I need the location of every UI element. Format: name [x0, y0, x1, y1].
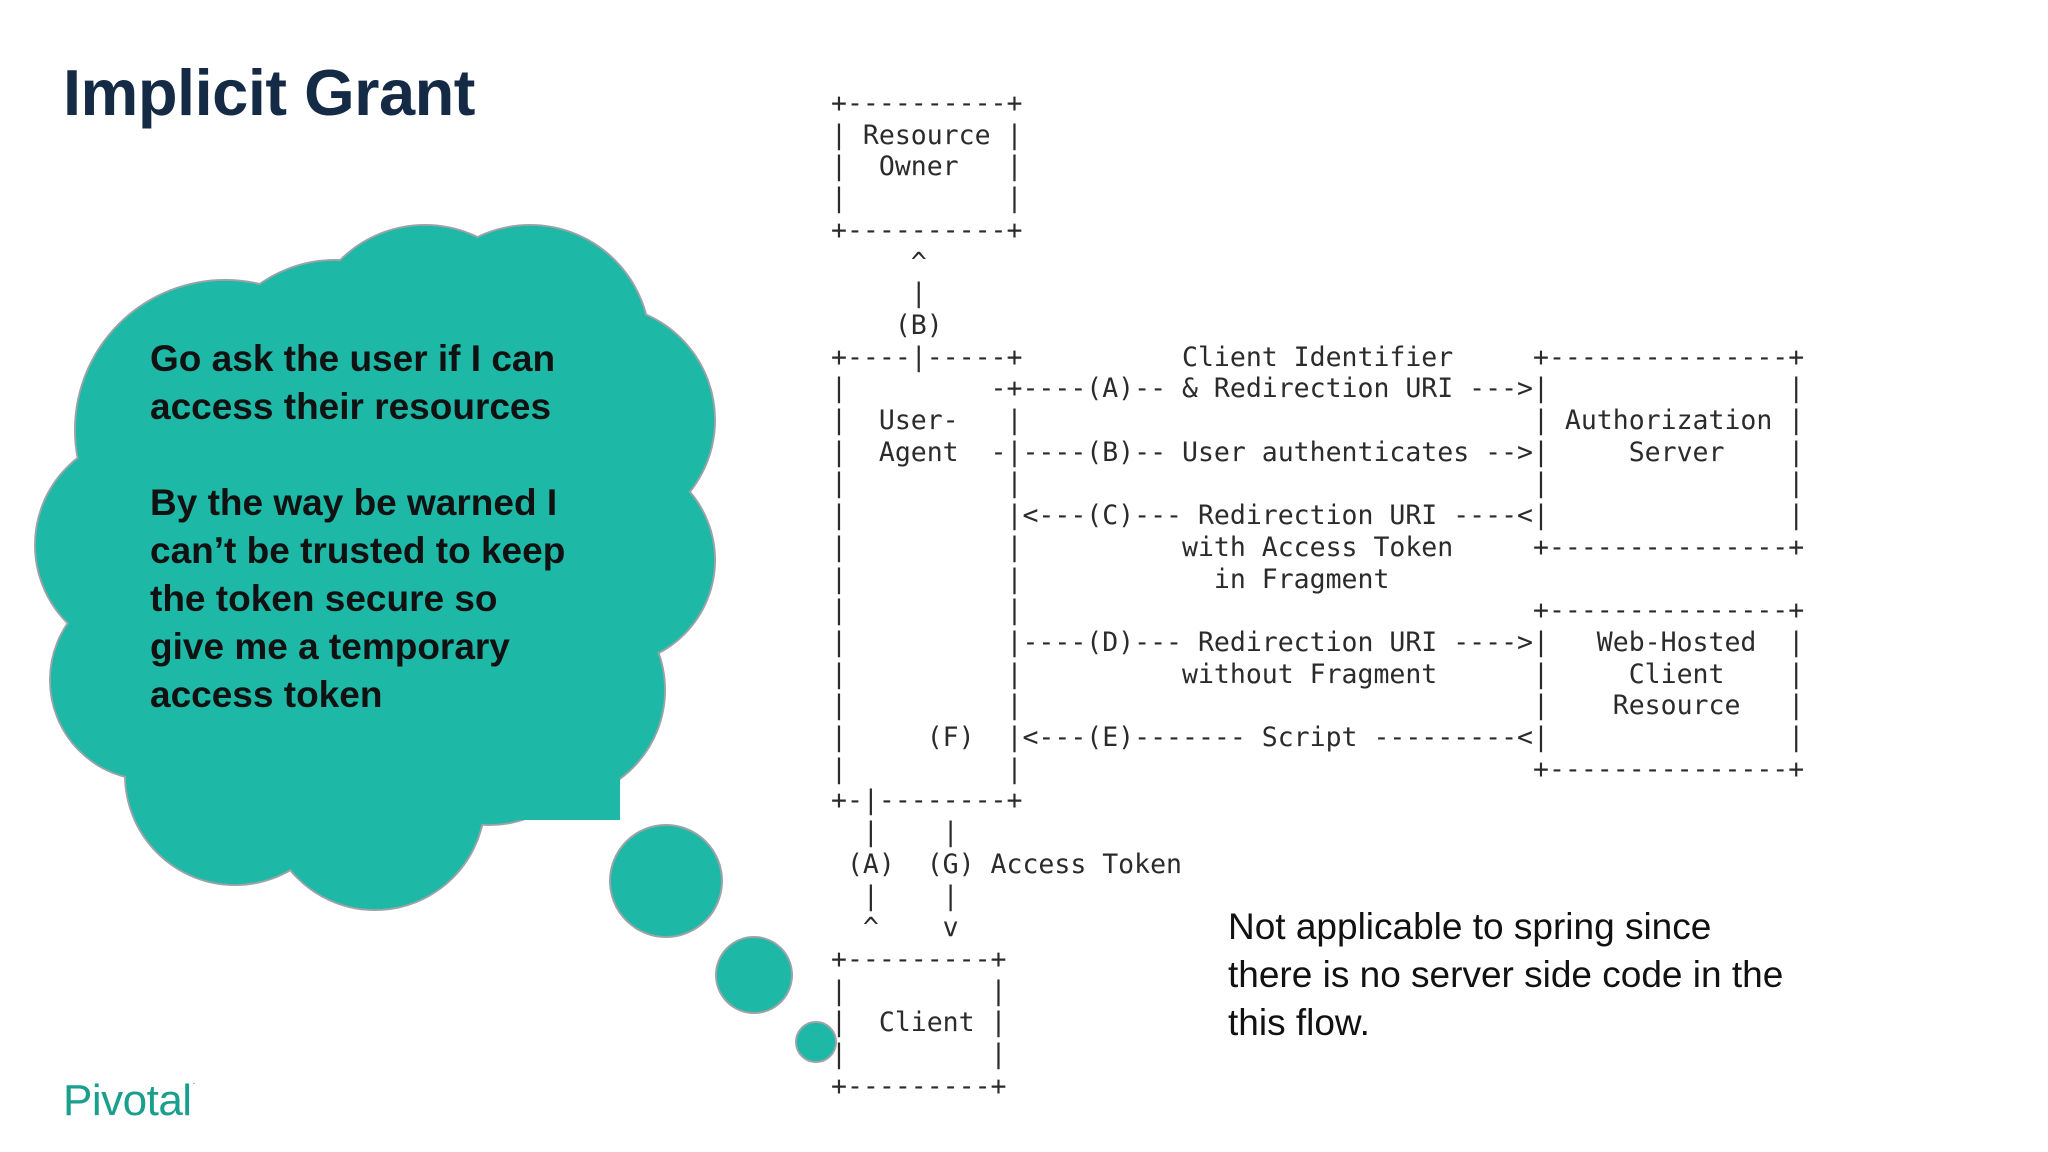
slide-title: Implicit Grant: [63, 56, 475, 129]
note-text: Not applicable to spring since there is …: [1228, 906, 1784, 1043]
cloud-text: Go ask the user if I can access their re…: [150, 335, 580, 719]
oauth-flow-diagram: +----------+ | Resource | | Owner | | | …: [831, 88, 1805, 1102]
logo-mark: .: [192, 1076, 196, 1087]
thought-bubble-medium: [715, 936, 793, 1014]
cloud-paragraph: Go ask the user if I can access their re…: [150, 338, 556, 427]
pivotal-logo: Pivotal.: [63, 1076, 195, 1126]
thought-bubble-large: [609, 824, 723, 938]
logo-text: Pivotal: [63, 1076, 192, 1125]
cloud-paragraph: By the way be warned I can’t be trusted …: [150, 482, 566, 715]
thought-bubble-small: [795, 1021, 837, 1063]
